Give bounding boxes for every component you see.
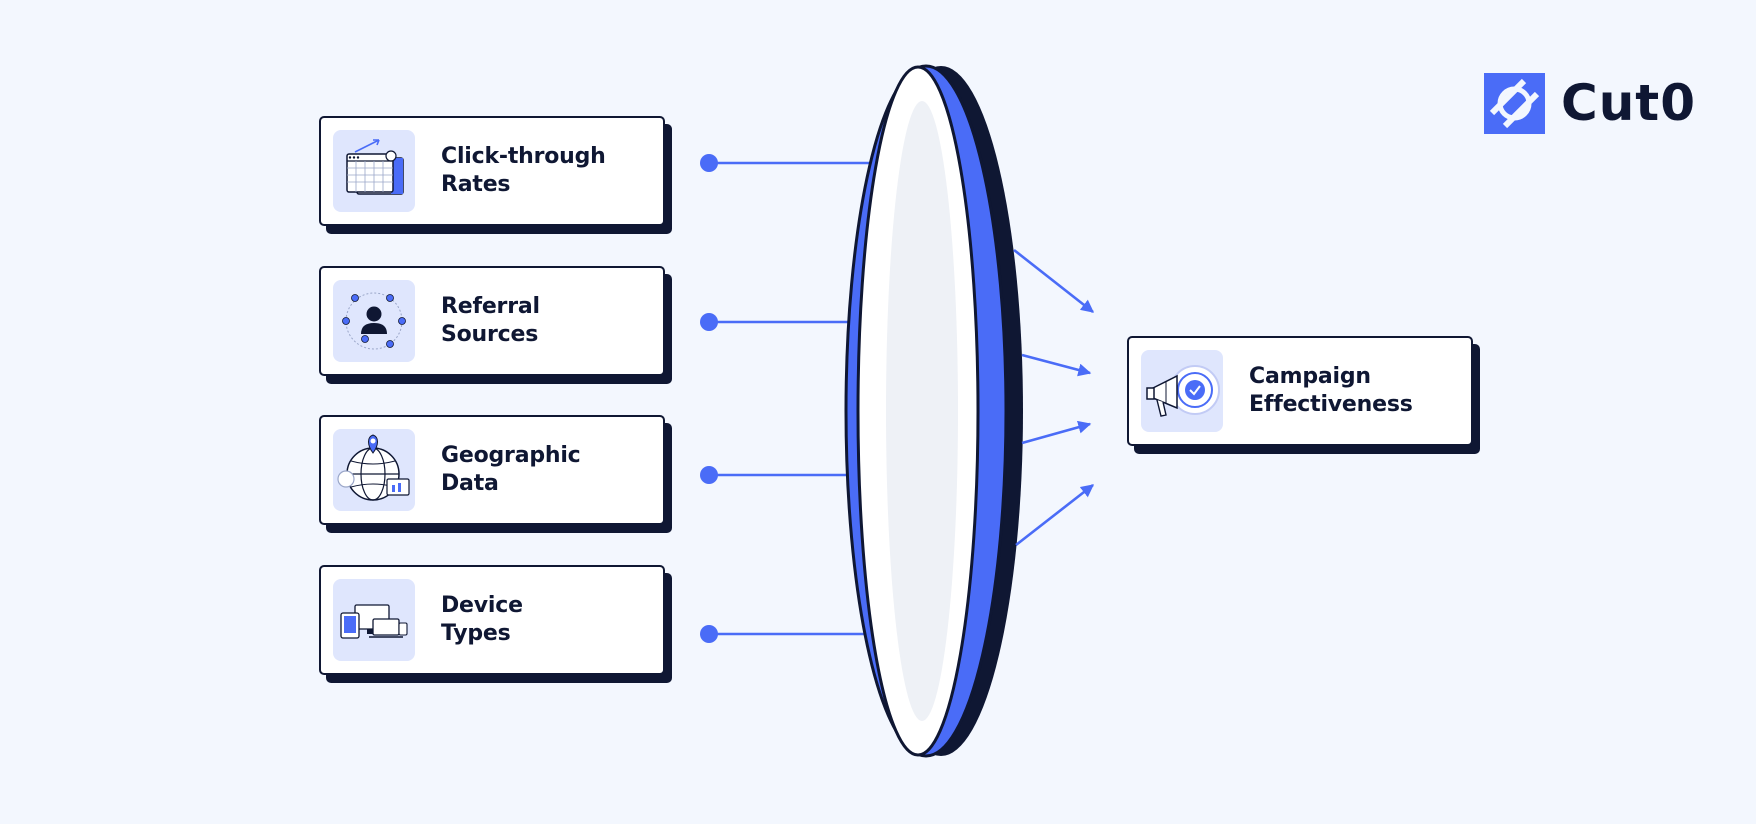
output-card-campaign-effectiveness: Campaign Effectiveness: [1127, 336, 1473, 446]
connector-dot: [700, 466, 718, 484]
cut0-logo-icon: [1484, 73, 1545, 134]
input-card-geographic-data: Geographic Data: [319, 415, 665, 525]
arrow-out: [1015, 483, 1095, 547]
devices-icon: [333, 579, 415, 661]
arrow-out: [1021, 420, 1092, 445]
input-label: Device Types: [441, 593, 523, 646]
output-arrows: [1013, 248, 1095, 547]
input-label: Geographic Data: [441, 443, 581, 496]
arrow-out: [1013, 248, 1095, 314]
output-label: Campaign Effectiveness: [1249, 364, 1413, 417]
input-card-click-through: Click-through Rates: [319, 116, 665, 226]
input-dots: [700, 154, 718, 643]
input-label: Referral Sources: [441, 294, 540, 347]
connector-dot: [700, 625, 718, 643]
lens-icon: [844, 64, 1023, 758]
megaphone-check-icon: [1141, 350, 1223, 432]
connector-dot: [700, 313, 718, 331]
brand-name: Cut0: [1561, 74, 1696, 132]
input-card-referral-sources: Referral Sources: [319, 266, 665, 376]
input-label: Click-through Rates: [441, 144, 606, 197]
input-card-device-types: Device Types: [319, 565, 665, 675]
connector-dot: [700, 154, 718, 172]
arrow-out: [1021, 353, 1092, 377]
user-network-icon: [333, 280, 415, 362]
spreadsheet-chart-icon: [333, 130, 415, 212]
globe-location-icon: [333, 429, 415, 511]
